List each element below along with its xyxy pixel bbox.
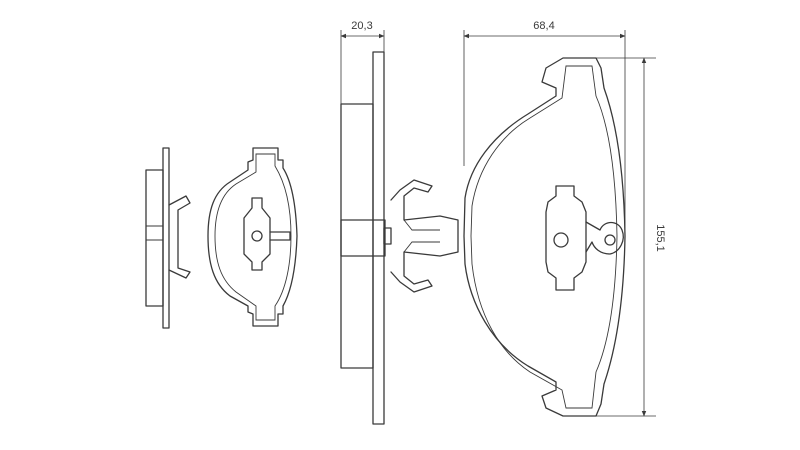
dimension-height: 155,1 <box>596 57 666 417</box>
height-label: 155,1 <box>654 224 666 252</box>
small-pad-front-view <box>207 147 298 327</box>
small-pad-side-view <box>145 147 191 329</box>
dimension-thickness: 20,3 <box>340 20 385 104</box>
large-pad-side-view <box>340 51 459 425</box>
dimension-width: 68,4 <box>463 20 626 236</box>
width-label: 68,4 <box>533 20 554 32</box>
thickness-label: 20,3 <box>351 20 372 32</box>
large-pad-front-view <box>463 57 626 417</box>
